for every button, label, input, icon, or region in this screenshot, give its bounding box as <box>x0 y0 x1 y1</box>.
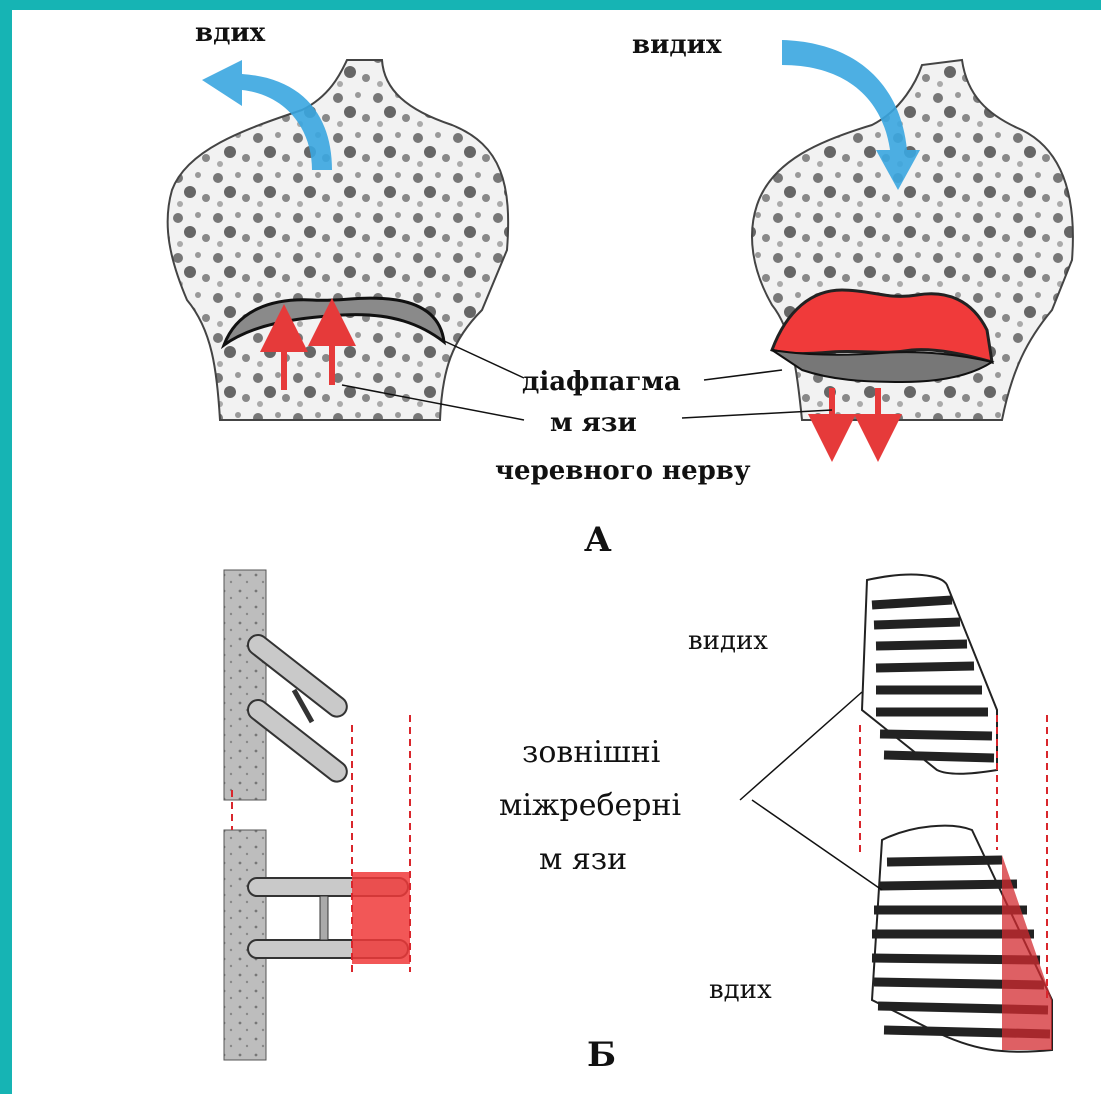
rib-cage-inhale <box>872 826 1052 1052</box>
breathing-diagram <box>12 10 1101 1094</box>
label-inhale-b: вдих <box>709 975 772 1005</box>
rib-model-inhale <box>224 830 410 1060</box>
torso-left <box>168 60 509 420</box>
rib-model-exhale <box>224 570 351 800</box>
part-b-label: Б <box>587 1035 616 1075</box>
part-a-label: А <box>584 520 612 560</box>
diagram-page: вдих видих діафпагма м язи черевного нер… <box>12 10 1101 1094</box>
label-diaphragm: діафпагма <box>522 367 681 397</box>
label-muscles-b: м язи <box>539 842 627 877</box>
label-intercostal: міжреберні <box>499 788 681 823</box>
label-exhale-b: видих <box>688 626 768 656</box>
label-exhale-a: видих <box>632 30 721 60</box>
label-abdominal: черевного нерву <box>495 456 751 486</box>
rib-cage-exhale <box>862 575 997 774</box>
diaphragm-contracted <box>772 290 992 382</box>
label-inhale-a: вдих <box>195 18 265 48</box>
label-external: зовнішні <box>522 735 660 770</box>
label-muscles: м язи <box>550 408 637 438</box>
